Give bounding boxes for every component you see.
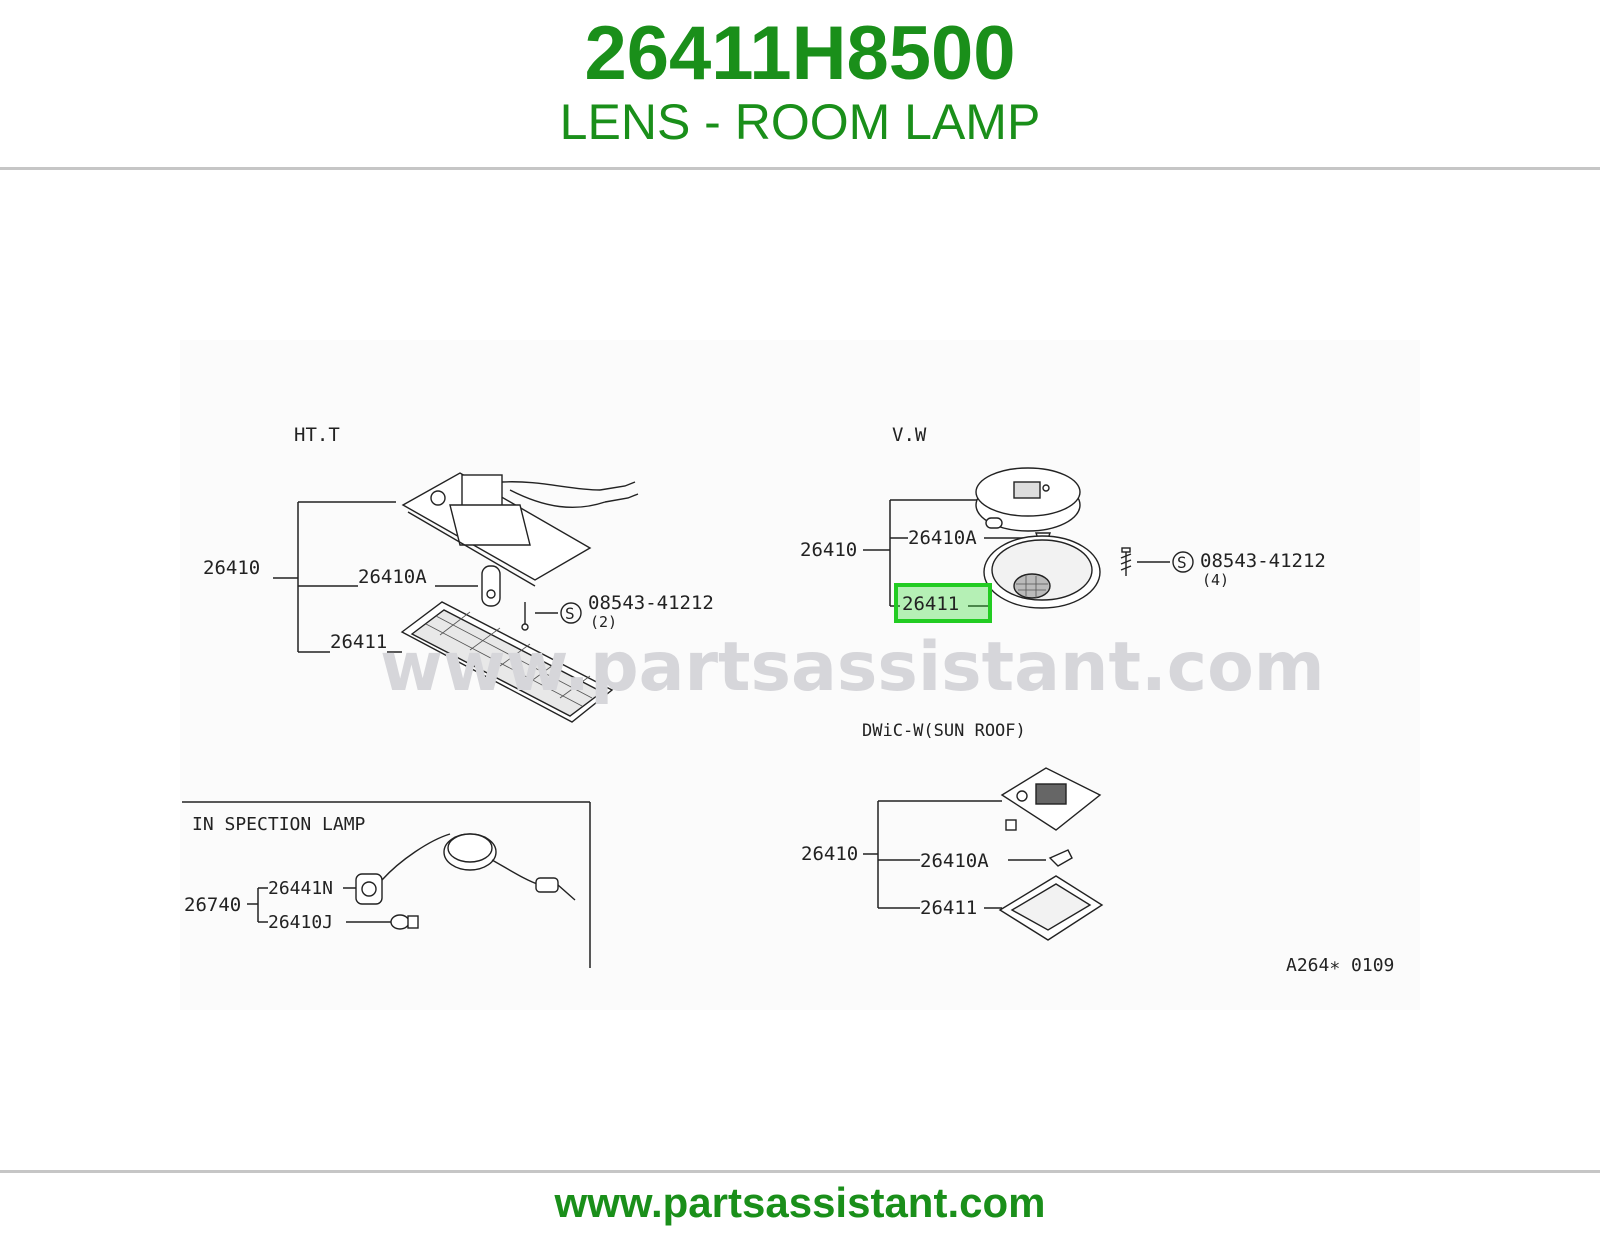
vw-lens-icon [983,535,1101,609]
inspection-section-title: IN SPECTION LAMP [192,814,366,835]
vw-callout-lines [863,499,1170,607]
htt-lens-grid [425,611,593,707]
part-description: LENS - ROOM LAMP [559,94,1041,150]
htt-part-label-1: 26410A [358,566,427,588]
htt-bulb-icon [481,565,529,631]
htt-screw-symbol-ring [560,602,582,624]
inspection-part-label-2: 26410J [268,912,333,933]
inspection-assembly-label: 26740 [184,894,241,916]
sunroof-assembly-label: 26410 [801,843,858,865]
footer-url-link[interactable]: www.partsassistant.com [554,1179,1046,1226]
htt-lens-icon [400,601,614,723]
inspection-lamp-icon [355,833,576,905]
header-divider [0,167,1600,170]
footer-divider [0,1170,1600,1173]
sunroof-part-label-2: 26411 [920,897,977,919]
htt-screw-number: 08543-41212 [588,592,714,614]
inspection-bulb-icon [390,914,419,930]
figure-code: A264∗ 0109 [1286,955,1394,976]
sunroof-bulb-icon [1048,849,1073,867]
highlighted-part-label[interactable]: 26411 [902,593,959,615]
htt-lamp-housing [401,472,639,587]
page-header: 26411H8500 LENS - ROOM LAMP [0,0,1600,170]
vw-screw-qty: (4) [1202,571,1229,589]
htt-part-label-2: 26411 [330,631,387,653]
vw-screw-number: 08543-41212 [1200,550,1326,572]
htt-assembly-label: 26410 [203,557,260,579]
vw-lens-grid [1016,576,1048,598]
vw-screw-symbol: S [1177,553,1187,572]
htt-callout-lines [273,501,558,653]
part-number-title: 26411H8500 [584,11,1016,96]
inspection-box-frame [182,801,591,968]
sunroof-section-title: DWiC-W(SUN ROOF) [862,721,1026,741]
sunroof-callout-lines [863,800,1046,909]
vw-assembly-label: 26410 [800,539,857,561]
htt-screw-qty: (2) [590,613,617,631]
vw-section-title: V.W [892,424,927,446]
parts-diagram: HT.T [180,340,1420,1010]
vw-screw-symbol-ring [1172,551,1194,573]
highlighted-part-box[interactable] [894,583,992,623]
vw-lamp-housing [975,467,1081,532]
inspection-callout-lines [247,887,392,923]
sunroof-lens-icon [998,875,1104,941]
watermark-text: www.partsassistant.com [380,628,1325,707]
vw-part-label-1: 26410A [908,527,977,549]
vw-screw-icon [1120,547,1132,576]
htt-screw-symbol: S [565,604,575,623]
htt-section-title: HT.T [294,424,340,446]
sunroof-part-label-1: 26410A [920,850,989,872]
sunroof-lamp-housing [1000,767,1102,831]
inspection-part-label-1: 26441N [268,878,333,899]
diagram-svg: HT.T [182,424,1394,976]
